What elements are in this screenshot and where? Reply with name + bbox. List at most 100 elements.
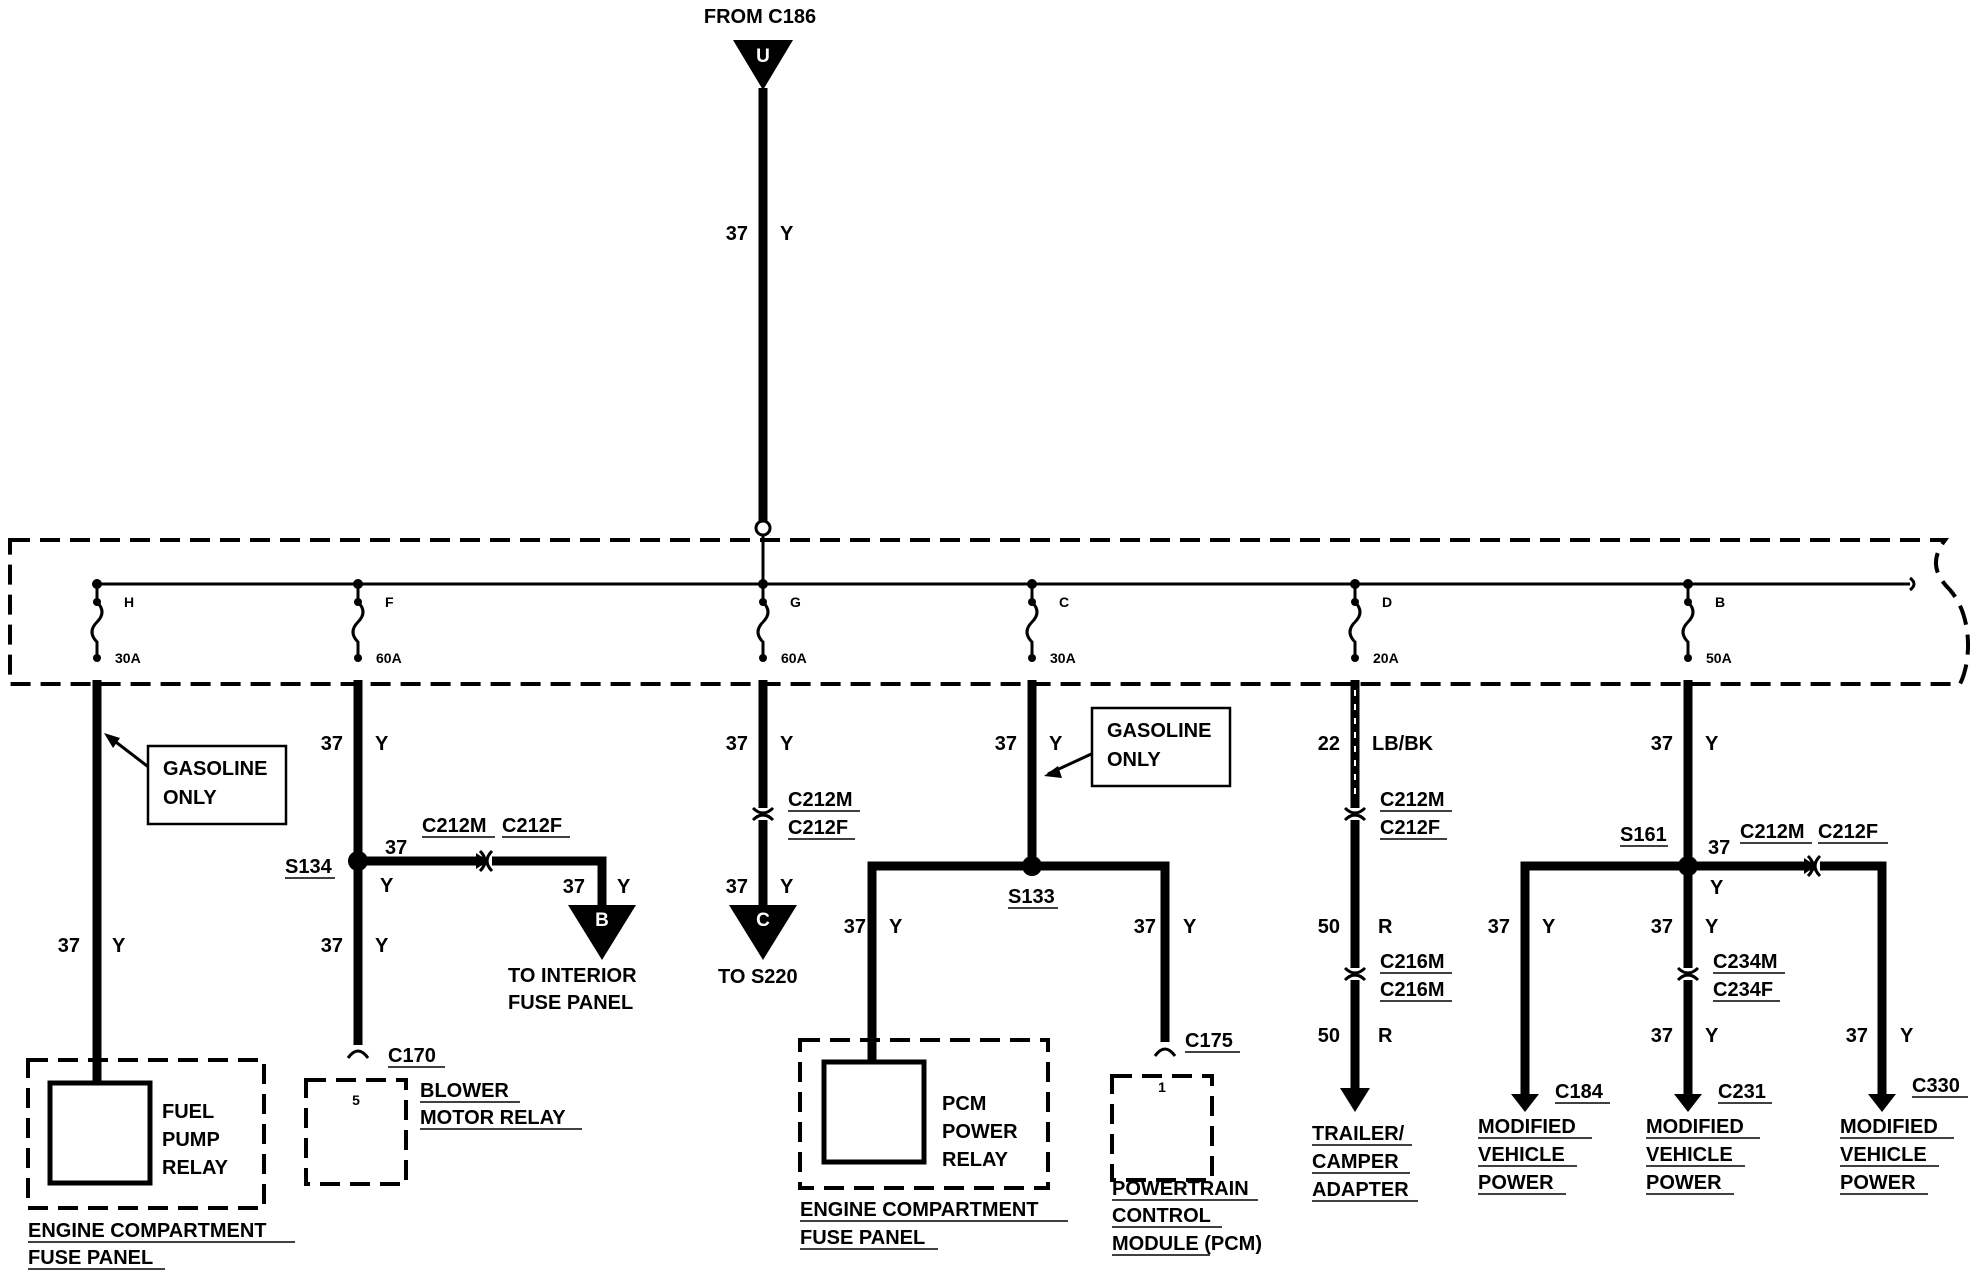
label-circuit-g-color: Y	[780, 733, 794, 755]
label-circuit-f-down-gauge: 37	[321, 935, 343, 957]
to-s220-arrow	[729, 905, 797, 960]
label-circuit-c-color: Y	[1049, 733, 1063, 755]
source-pin: U	[756, 46, 770, 67]
label-circuit-f-out-pin: B	[595, 910, 609, 931]
diagram-polyline-83	[492, 856, 607, 915]
diagram-path-36	[1025, 584, 1039, 660]
label-circuit-g-out-pin: C	[756, 910, 770, 931]
label-circuit-b-label-330-2: POWER	[1840, 1172, 1916, 1194]
label-circuit-g-out-color: Y	[780, 876, 794, 898]
label-circuit-b-c330: C330	[1912, 1075, 1960, 1097]
diagram-path-60	[104, 733, 120, 748]
pcm-box	[1110, 1074, 1214, 1182]
fuse-c: C 30A	[1025, 579, 1076, 666]
label-circuit-c-component-2: MODULE (PCM)	[1112, 1233, 1262, 1255]
diagram-polyline-201	[1820, 861, 1887, 1098]
label-circuit-d-conn-f: C212F	[1380, 817, 1440, 839]
circuit-g: 37 Y C212M C212F 37 Y C TO S220	[718, 680, 860, 988]
diagram-polyline-197	[1520, 861, 1688, 1098]
label-circuit-h-relay-0: FUEL	[162, 1101, 214, 1123]
diagram-path-200	[1804, 858, 1816, 874]
diagram-path-50	[1681, 584, 1695, 660]
source-arrow	[733, 40, 793, 90]
source-connector: FROM C186 U 37 Y	[704, 6, 816, 537]
circuit-c: 37 Y GASOLINE ONLY S133 37 Y 37 Y PCM PO…	[798, 680, 1262, 1256]
engine-fuse-panel-2	[798, 1038, 1050, 1190]
fuel-pump-relay-box	[47, 1080, 153, 1186]
label-circuit-b-label-330-1: VEHICLE	[1840, 1144, 1927, 1166]
label-circuit-d-mid-gauge: 50	[1318, 916, 1340, 938]
label-circuit-d-low-color: R	[1378, 1025, 1393, 1047]
label-circuit-c-pin: 1	[1158, 1079, 1166, 1095]
diagram-circle-31	[759, 654, 767, 662]
source-color: Y	[780, 223, 794, 245]
label-circuit-f-conn-m: C212M	[422, 815, 486, 837]
diagram-circle-44	[1351, 598, 1359, 606]
label-circuit-c-left-gauge: 37	[844, 916, 866, 938]
label-circuit-c-right-color: Y	[1183, 916, 1197, 938]
label-circuit-f-color: Y	[375, 733, 389, 755]
diagram-path-165	[1343, 966, 1367, 982]
diagram-circle-30	[759, 598, 767, 606]
label-circuit-b-right-color: Y	[1710, 877, 1724, 899]
label-circuit-d-component-1: CAMPER	[1312, 1151, 1399, 1173]
label-circuit-h-color: Y	[112, 935, 126, 957]
label-notes-gasoline-only-2-1: ONLY	[1107, 749, 1161, 771]
diagram-path-163	[1343, 806, 1367, 822]
label-circuit-f-down-color: Y	[375, 935, 389, 957]
label-circuit-b-label-184-1: VEHICLE	[1478, 1144, 1565, 1166]
label-circuit-b-conn-m: C212M	[1740, 821, 1804, 843]
fuse-b-rating: 50A	[1706, 650, 1732, 666]
label-circuit-c-left-color: Y	[889, 916, 903, 938]
label-circuit-f-out-color: Y	[617, 876, 631, 898]
label-circuit-b-color: Y	[1705, 733, 1719, 755]
label-circuit-b-label-330-0: MODIFIED	[1840, 1116, 1938, 1138]
diagram-path-98	[346, 1049, 370, 1059]
diagram-polyline-132	[1032, 861, 1170, 1042]
pcm-power-relay-box	[821, 1059, 927, 1165]
label-circuit-f-gauge: 37	[321, 733, 343, 755]
diagram-circle-45	[1351, 654, 1359, 662]
label-circuit-f-out-label-0: TO INTERIOR	[508, 965, 637, 987]
label-circuit-f-branch-color: Y	[380, 875, 394, 897]
diagram-path-221	[1674, 1094, 1702, 1112]
source-gauge: 37	[726, 223, 748, 245]
blower-motor-relay-box	[304, 1078, 408, 1186]
circuit-d: 22 LB/BK C212M C212F 50 R C216M C216M 50…	[1312, 680, 1452, 1202]
label-circuit-g-conn-f: C212F	[788, 817, 848, 839]
fuse-d: D 20A	[1348, 579, 1399, 666]
label-circuit-c-splice: S133	[1008, 886, 1055, 908]
label-circuit-d-component-2: ADAPTER	[1312, 1179, 1409, 1201]
fuse-g-rating: 60A	[781, 650, 807, 666]
fuse-d-id: D	[1382, 594, 1392, 610]
label-circuit-d-conn2-m: C216M	[1380, 951, 1444, 973]
label-circuit-g-gauge: 37	[726, 733, 748, 755]
fuse-b: B 50A	[1681, 579, 1732, 666]
diagram-circle-38	[1028, 654, 1036, 662]
label-notes-gasoline-only-1-0: GASOLINE	[163, 758, 267, 780]
label-circuit-d-conn2-f: C216M	[1380, 979, 1444, 1001]
diagram-circle-23	[354, 654, 362, 662]
diagram-circle-51	[1684, 598, 1692, 606]
label-circuit-b-splice: S161	[1620, 824, 1667, 846]
label-circuit-h-relay-1: PUMP	[162, 1129, 220, 1151]
label-circuit-c-panel-1: FUSE PANEL	[800, 1227, 925, 1249]
gasoline-only-note-1	[146, 744, 288, 826]
source-terminal	[754, 519, 772, 537]
label-circuit-b-low-gauge: 37	[1651, 1025, 1673, 1047]
label-circuit-d-mid-color: R	[1378, 916, 1393, 938]
label-circuit-b-right-gauge: 37	[1708, 837, 1730, 859]
label-circuit-d-color: LB/BK	[1372, 733, 1434, 755]
fuse-g: G 60A	[756, 534, 807, 666]
bus-bar-end	[1909, 576, 1916, 592]
diagram-path-109	[751, 806, 775, 822]
fuse-h-id: H	[124, 594, 134, 610]
label-circuit-c-connector: C175	[1185, 1030, 1233, 1052]
label-circuit-b-conn2-m: C234M	[1713, 951, 1777, 973]
splice-s133	[1022, 856, 1042, 876]
fuse-c-rating: 30A	[1050, 650, 1076, 666]
diagram-polyline-131	[867, 861, 1032, 1062]
label-circuit-f-pin: 5	[352, 1092, 360, 1108]
diagram-path-127	[1044, 766, 1062, 778]
source-label: FROM C186	[704, 6, 816, 28]
